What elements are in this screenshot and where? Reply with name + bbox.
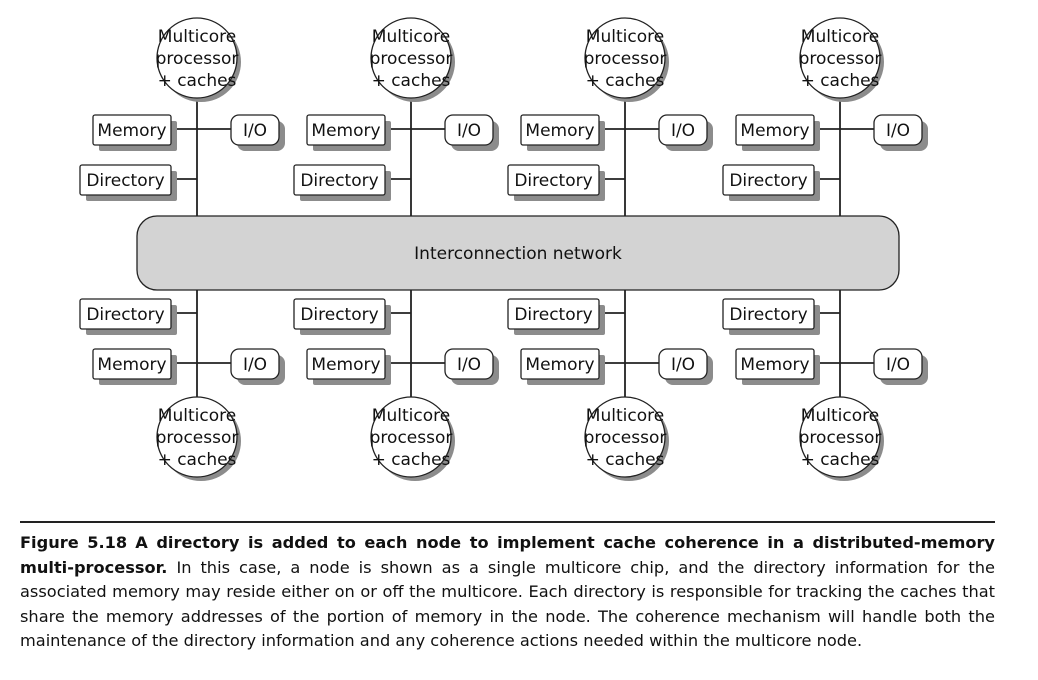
bottom-node-4-memory-label: Memory — [740, 355, 809, 375]
bottom-node-1-processor-label-2: processor — [156, 428, 239, 448]
bottom-node-4-io-label: I/O — [886, 355, 910, 375]
top-node-2-memory — [306, 114, 386, 146]
figure-caption: Figure 5.18 A directory is added to each… — [20, 531, 995, 654]
bottom-node-2-directory-label: Directory — [300, 305, 378, 325]
top-node-2-processor-label-2: processor — [370, 49, 453, 69]
top-node-1-processor-label-3: + caches — [158, 71, 237, 91]
top-node-4-processor-label-3: + caches — [801, 71, 880, 91]
bottom-node-3-processor-label-2: processor — [584, 428, 667, 448]
bottom-node-4-processor-label-3: + caches — [801, 450, 880, 470]
top-node-3-memory — [520, 114, 600, 146]
caption-body: In this case, a node is shown as a singl… — [20, 557, 995, 651]
bottom-node-4-io — [873, 348, 923, 380]
top-node-3-directory-label: Directory — [514, 171, 592, 191]
top-node-4-io-label: I/O — [886, 121, 910, 141]
top-node-3-memory-label: Memory — [525, 121, 594, 141]
top-node-3-directory — [507, 164, 600, 196]
bottom-node-1-memory-label: Memory — [97, 355, 166, 375]
top-node-2-processor — [370, 17, 452, 99]
bottom-node-1-io-label: I/O — [243, 355, 267, 375]
bottom-node-1-processor-label-3: + caches — [158, 450, 237, 470]
caption-rule — [20, 521, 995, 523]
bottom-node-2-io-label: I/O — [457, 355, 481, 375]
bottom-node-2-memory-label: Memory — [311, 355, 380, 375]
bottom-node-3-processor — [584, 396, 666, 478]
top-node-2-memory-label: Memory — [311, 121, 380, 141]
bottom-node-4-processor-label-2: processor — [799, 428, 882, 448]
bottom-node-2-processor-label-3: + caches — [372, 450, 451, 470]
bottom-node-4-directory — [722, 298, 815, 330]
top-node-4-directory — [722, 164, 815, 196]
bottom-node-3-memory — [520, 348, 600, 380]
top-node-1-directory-label: Directory — [86, 171, 164, 191]
bottom-node-4-processor-label-1: Multicore — [801, 406, 879, 426]
bottom-node-1-memory — [92, 348, 172, 380]
interconnection-network — [136, 215, 900, 291]
top-node-2-processor-label-3: + caches — [372, 71, 451, 91]
top-node-3-processor — [584, 17, 666, 99]
top-node-3-io — [658, 114, 708, 146]
bottom-node-4-directory-label: Directory — [729, 305, 807, 325]
top-node-1-processor-label-1: Multicore — [158, 27, 236, 47]
bottom-node-2-io — [444, 348, 494, 380]
top-node-4-memory — [735, 114, 815, 146]
bottom-node-1-processor-label-1: Multicore — [158, 406, 236, 426]
caption-title: A directory is added to each node to imp… — [20, 533, 995, 577]
top-node-4-memory-label: Memory — [740, 121, 809, 141]
distributed-memory-diagram: Interconnection networkMemoryDirectoryI/… — [79, 17, 928, 481]
top-node-2-io-label: I/O — [457, 121, 481, 141]
bottom-node-1-io — [230, 348, 280, 380]
bottom-node-2-processor-label-1: Multicore — [372, 406, 450, 426]
bottom-node-3-io — [658, 348, 708, 380]
interconnection-network-label: Interconnection network — [414, 244, 622, 264]
top-node-3-processor-label-3: + caches — [586, 71, 665, 91]
top-node-4-io — [873, 114, 923, 146]
top-node-4-processor-label-2: processor — [799, 49, 882, 69]
top-node-1-memory-label: Memory — [97, 121, 166, 141]
top-node-1-io-label: I/O — [243, 121, 267, 141]
top-node-3-processor-label-2: processor — [584, 49, 667, 69]
top-node-1-io — [230, 114, 280, 146]
top-node-3-processor-label-1: Multicore — [586, 27, 664, 47]
bottom-node-3-io-label: I/O — [671, 355, 695, 375]
bottom-node-2-directory — [293, 298, 386, 330]
bottom-node-1-processor — [156, 396, 238, 478]
top-node-1-processor — [156, 17, 238, 99]
bottom-node-2-processor-label-2: processor — [370, 428, 453, 448]
bottom-node-2-processor — [370, 396, 452, 478]
bottom-node-1-directory-label: Directory — [86, 305, 164, 325]
top-node-1-directory — [79, 164, 172, 196]
caption-label: Figure 5.18 — [20, 533, 128, 552]
bottom-node-2-memory — [306, 348, 386, 380]
top-node-2-directory-label: Directory — [300, 171, 378, 191]
top-node-3-io-label: I/O — [671, 121, 695, 141]
bottom-node-3-processor-label-1: Multicore — [586, 406, 664, 426]
bottom-node-4-processor — [799, 396, 881, 478]
bottom-node-3-directory — [507, 298, 600, 330]
bottom-node-1-directory — [79, 298, 172, 330]
top-node-1-processor-label-2: processor — [156, 49, 239, 69]
bottom-node-3-memory-label: Memory — [525, 355, 594, 375]
top-node-1-memory — [92, 114, 172, 146]
top-node-2-directory — [293, 164, 386, 196]
top-node-2-io — [444, 114, 494, 146]
bottom-node-3-processor-label-3: + caches — [586, 450, 665, 470]
bottom-node-3-directory-label: Directory — [514, 305, 592, 325]
top-node-4-processor — [799, 17, 881, 99]
top-node-4-processor-label-1: Multicore — [801, 27, 879, 47]
top-node-2-processor-label-1: Multicore — [372, 27, 450, 47]
top-node-4-directory-label: Directory — [729, 171, 807, 191]
bottom-node-4-memory — [735, 348, 815, 380]
